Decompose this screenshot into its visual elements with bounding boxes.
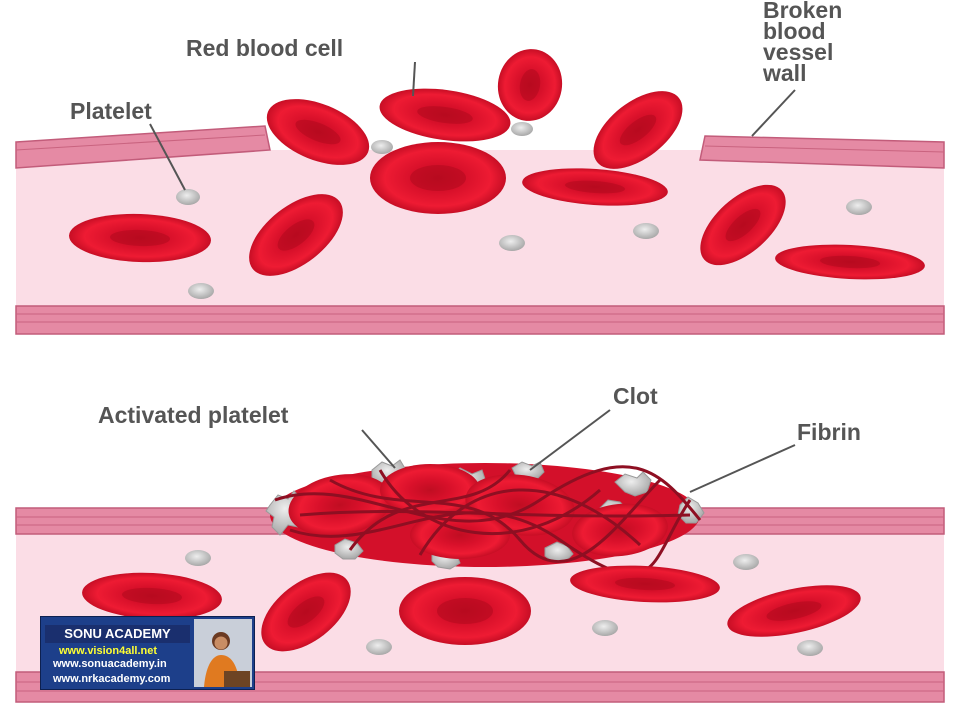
wall-stripe bbox=[704, 145, 945, 153]
red-blood-cell bbox=[700, 184, 786, 266]
red-blood-cell bbox=[261, 572, 351, 652]
label-clot: Clot bbox=[613, 383, 658, 409]
top-platelets bbox=[176, 122, 872, 299]
badge-url-3: www.nrkacademy.com bbox=[53, 673, 171, 685]
clot bbox=[265, 459, 705, 576]
top-red-blood-cells bbox=[69, 49, 925, 280]
platelet bbox=[499, 235, 525, 251]
bottom-platelets bbox=[185, 550, 823, 656]
fibrin-strand bbox=[348, 469, 512, 551]
fibrin-strands bbox=[274, 465, 702, 576]
bottom-leader-lines bbox=[361, 409, 796, 493]
leader-line-red-blood-cell bbox=[412, 61, 416, 97]
fibrin-strand bbox=[418, 488, 642, 556]
red-blood-cell bbox=[379, 88, 511, 142]
leader-line-fibrin bbox=[689, 444, 796, 493]
leader-line-activated-platelet bbox=[361, 429, 396, 469]
leader-line-platelet bbox=[149, 123, 186, 191]
platelet bbox=[176, 189, 200, 205]
top-wall-bottom bbox=[15, 305, 945, 335]
red-blood-cell bbox=[249, 194, 343, 276]
label-line: vessel bbox=[763, 39, 834, 65]
platelet bbox=[185, 550, 211, 566]
platelet bbox=[366, 639, 392, 655]
platelet bbox=[846, 199, 872, 215]
platelet bbox=[633, 223, 659, 239]
label-broken-blood-vessel-wall: Broken blood vessel wall bbox=[763, 0, 843, 86]
red-blood-cell bbox=[69, 213, 211, 263]
red-blood-cell bbox=[266, 99, 370, 165]
red-blood-cell bbox=[593, 91, 683, 169]
label-red-blood-cell: Red blood cell bbox=[186, 35, 344, 61]
red-blood-cell bbox=[727, 585, 861, 637]
label-line: wall bbox=[763, 60, 807, 86]
top-wall-right bbox=[699, 135, 945, 169]
red-blood-cell bbox=[497, 49, 563, 121]
badge-url-2: www.sonuacademy.in bbox=[53, 658, 167, 670]
activated-platelet bbox=[544, 541, 574, 563]
bottom-red-blood-cells bbox=[82, 565, 861, 652]
leader-line-broken-wall bbox=[751, 89, 796, 137]
red-blood-cell bbox=[82, 572, 222, 620]
red-blood-cell bbox=[570, 565, 720, 603]
red-blood-cell bbox=[288, 474, 392, 536]
platelet bbox=[733, 554, 759, 570]
red-blood-cell bbox=[399, 577, 531, 645]
red-blood-cell bbox=[410, 511, 510, 559]
platelet bbox=[371, 140, 393, 154]
fibrin-strand bbox=[329, 478, 662, 564]
platelet bbox=[797, 640, 823, 656]
badge-title: SONU ACADEMY bbox=[45, 625, 190, 643]
presenter-photo bbox=[194, 619, 252, 687]
label-line: blood bbox=[763, 18, 826, 44]
activated-platelet bbox=[614, 471, 652, 497]
platelet bbox=[592, 620, 618, 636]
top-wall-left bbox=[15, 125, 271, 169]
platelet bbox=[188, 283, 214, 299]
label-fibrin: Fibrin bbox=[797, 419, 861, 445]
label-line: Broken bbox=[763, 0, 843, 23]
badge-url-1: www.vision4all.net bbox=[59, 645, 158, 657]
top-leader-lines bbox=[149, 61, 796, 191]
label-platelet: Platelet bbox=[70, 98, 152, 124]
red-blood-cell bbox=[775, 244, 925, 280]
fibrin-strand bbox=[274, 465, 702, 523]
red-blood-cell bbox=[522, 168, 668, 206]
presenter-figure-icon bbox=[194, 619, 252, 687]
platelet bbox=[511, 122, 533, 136]
leader-line-clot bbox=[529, 409, 611, 471]
fibrin-strand bbox=[378, 469, 601, 535]
red-blood-cell bbox=[370, 142, 506, 214]
fibrin-strand bbox=[299, 509, 691, 518]
label-activated-platelet: Activated platelet bbox=[98, 402, 289, 428]
academy-watermark-badge: SONU ACADEMY www.vision4all.net www.sonu… bbox=[40, 616, 255, 690]
wall-stripe bbox=[15, 134, 266, 151]
